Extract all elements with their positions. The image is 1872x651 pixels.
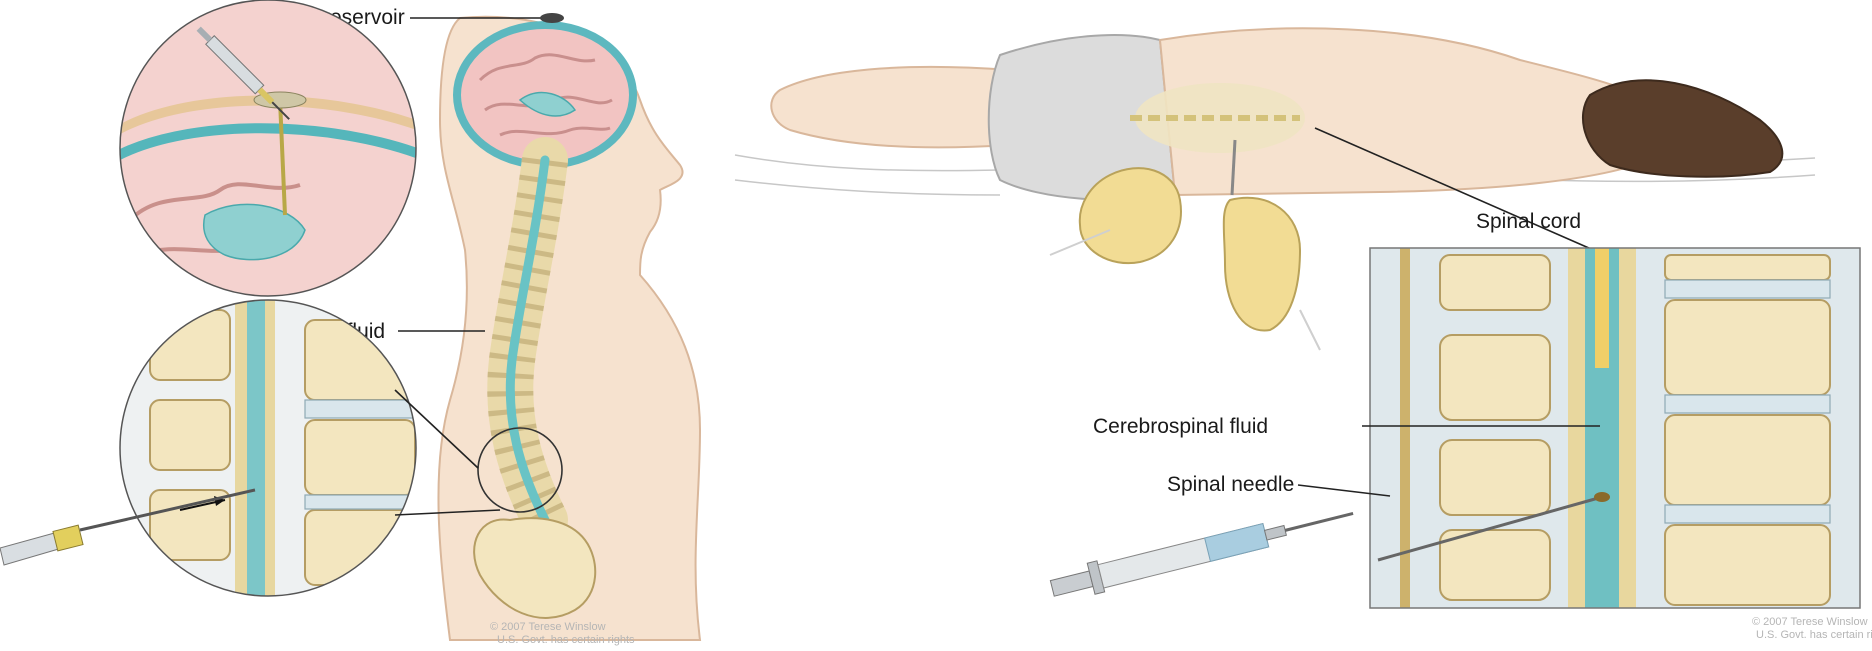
legs <box>771 67 1010 147</box>
copyright-left-line1: © 2007 Terese Winslow <box>490 621 606 633</box>
spine-detail-panel-right <box>1370 248 1860 608</box>
left-figure: Ommaya reservoir <box>0 0 700 646</box>
copyright-left-line2: U.S. Govt. has certain rights <box>497 634 635 646</box>
label-spinal-needle: Spinal needle <box>1167 473 1294 496</box>
glove-right <box>1224 198 1300 331</box>
label-csf-right: Cerebrospinal fluid <box>1093 415 1268 438</box>
spinal-syringe-right <box>1048 498 1357 604</box>
spine-detail-circle-left <box>0 300 430 600</box>
hair <box>1583 80 1782 176</box>
right-figure: Spinal cord <box>735 28 1872 641</box>
brain-detail-circle <box>110 0 430 300</box>
copyright-right-line1: © 2007 Terese Winslow <box>1752 616 1868 628</box>
copyright-right-line2: U.S. Govt. has certain rights <box>1756 629 1872 641</box>
label-spinal-cord: Spinal cord <box>1476 210 1581 233</box>
ommaya-reservoir-marker <box>540 13 564 23</box>
